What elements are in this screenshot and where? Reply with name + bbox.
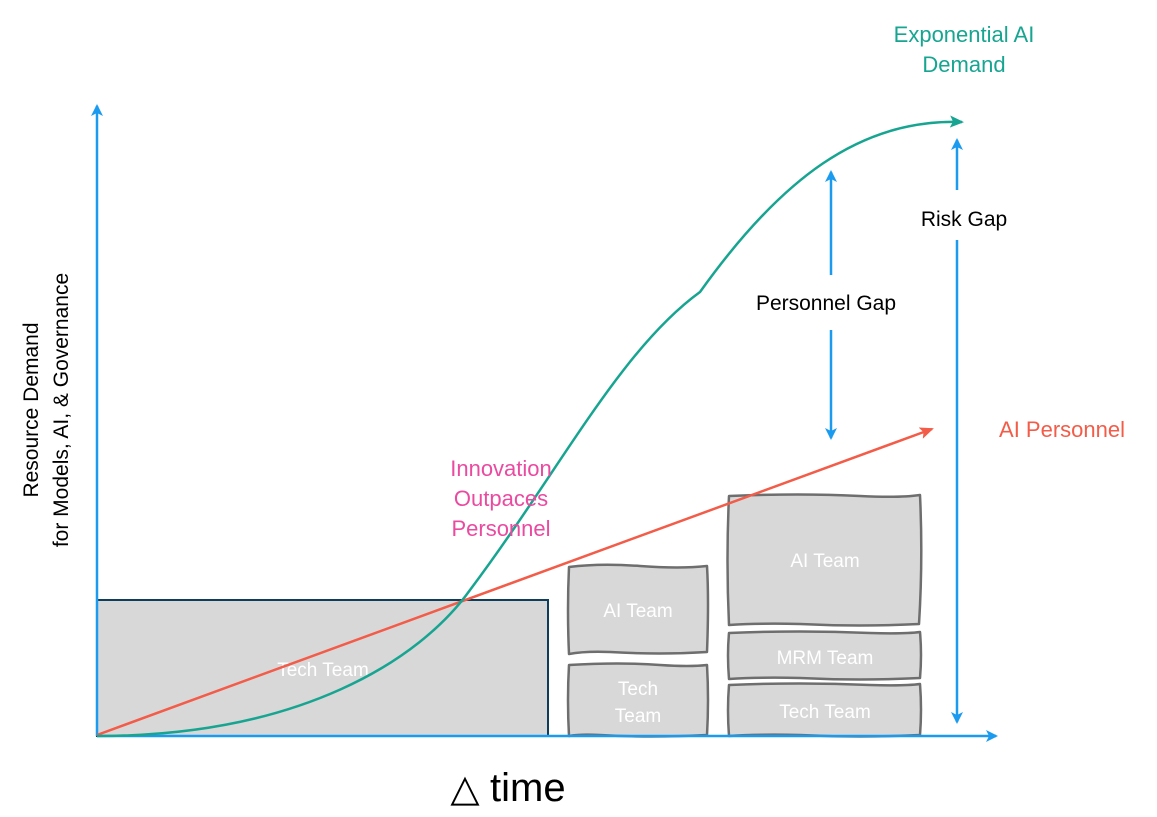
- right-mrm-team-label: MRM Team: [777, 648, 874, 669]
- y-axis-label-line1: Resource Demand: [20, 322, 43, 497]
- innovation-label-line2: Outpaces: [454, 486, 548, 511]
- right-mrm-team-box: [726, 630, 923, 681]
- innovation-label-line1: Innovation: [450, 456, 552, 481]
- mid-tech-team-label-line2: Team: [615, 706, 661, 727]
- innovation-label-line3: Personnel: [451, 516, 550, 541]
- mid-ai-team-label: AI Team: [603, 601, 672, 622]
- mid-ai-team-box: [566, 563, 710, 656]
- tech-team-initial-box: [96, 599, 549, 737]
- mid-tech-team-label-line1: Tech: [618, 679, 658, 700]
- exponential-demand-label-line1: Exponential AI: [894, 22, 1035, 47]
- exponential-demand-label-line2: Demand: [922, 52, 1005, 77]
- risk-gap-label: Risk Gap: [921, 208, 1007, 231]
- personnel-gap-label: Personnel Gap: [756, 292, 896, 315]
- y-axis-label-line2: for Models, AI, & Governance: [50, 273, 73, 547]
- exponential-demand-curve: [96, 115, 964, 738]
- right-ai-team-label: AI Team: [790, 551, 859, 572]
- x-axis-label: time: [490, 766, 566, 810]
- delta-icon: △: [450, 768, 480, 810]
- tech-team-initial-label: Tech Team: [277, 660, 369, 681]
- right-tech-team-label: Tech Team: [779, 702, 871, 723]
- ai-personnel-line: [96, 427, 934, 737]
- right-ai-team-box: [726, 493, 923, 627]
- ai-personnel-label: AI Personnel: [999, 417, 1125, 442]
